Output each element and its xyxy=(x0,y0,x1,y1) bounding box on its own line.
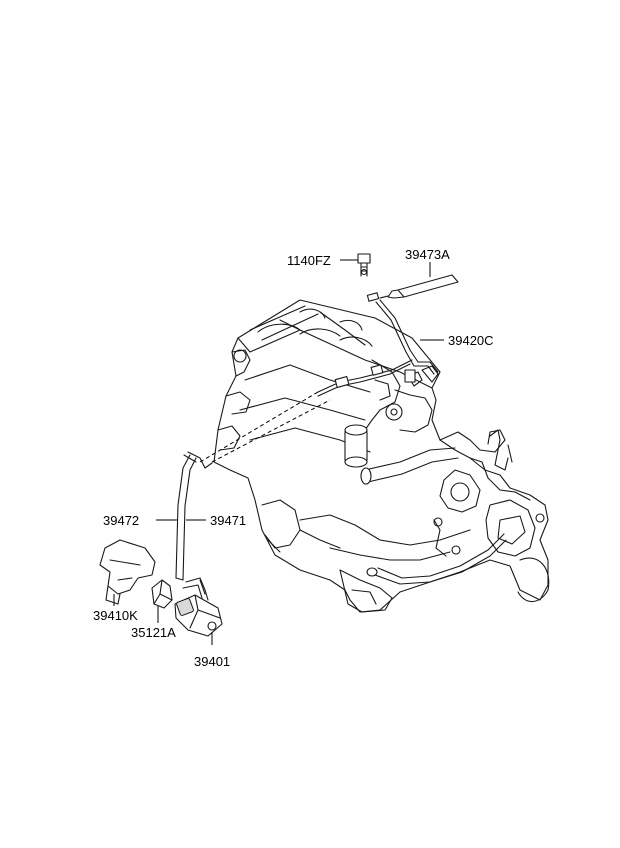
hose-route-line-2 xyxy=(211,399,331,463)
label-35121a: 35121A xyxy=(131,625,176,640)
solenoid-35121a xyxy=(151,579,173,609)
label-39473a: 39473A xyxy=(405,247,450,262)
hose-39472 xyxy=(175,454,197,581)
bolt-1140fz xyxy=(357,253,371,277)
hose-39471 xyxy=(182,451,213,601)
engine-assembly xyxy=(213,299,550,613)
hose-route-line xyxy=(199,391,319,463)
vacuum-pipe-39420c xyxy=(317,299,439,397)
label-39401: 39401 xyxy=(194,654,230,669)
leader-lines xyxy=(113,259,444,645)
label-1140fz: 1140FZ xyxy=(287,253,331,268)
label-39410k: 39410K xyxy=(93,608,138,623)
sensor-39401 xyxy=(174,579,223,637)
filter-39473a xyxy=(366,274,459,302)
label-39420c: 39420C xyxy=(448,333,494,348)
label-39471: 39471 xyxy=(210,513,246,528)
label-39472: 39472 xyxy=(103,513,139,528)
bracket-39410k xyxy=(99,539,156,605)
